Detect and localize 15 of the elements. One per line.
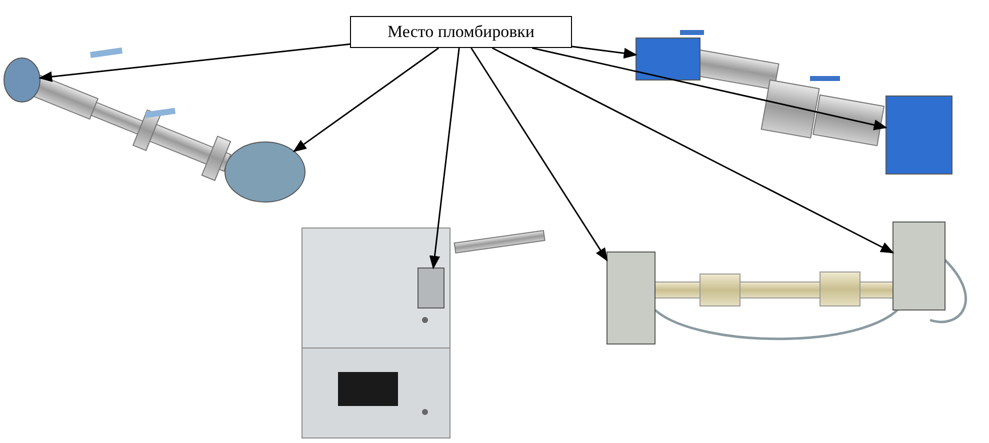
leader-arrow: [532, 47, 888, 130]
leader-arrow: [292, 47, 440, 152]
vent-grille: [418, 268, 444, 308]
junction-box: [606, 252, 656, 344]
leader-arrow: [470, 48, 608, 262]
leader-arrow: [38, 43, 350, 82]
leader-arrow: [492, 47, 894, 254]
junction-box: [886, 96, 952, 174]
flange-cap: [4, 58, 40, 102]
callout-label: Место пломбировки: [350, 16, 572, 48]
transmitter-housing: [224, 142, 306, 202]
junction-box: [636, 38, 700, 80]
leader-arrow: [572, 46, 638, 59]
leader-arrow: [429, 48, 460, 270]
junction-box: [892, 222, 946, 310]
